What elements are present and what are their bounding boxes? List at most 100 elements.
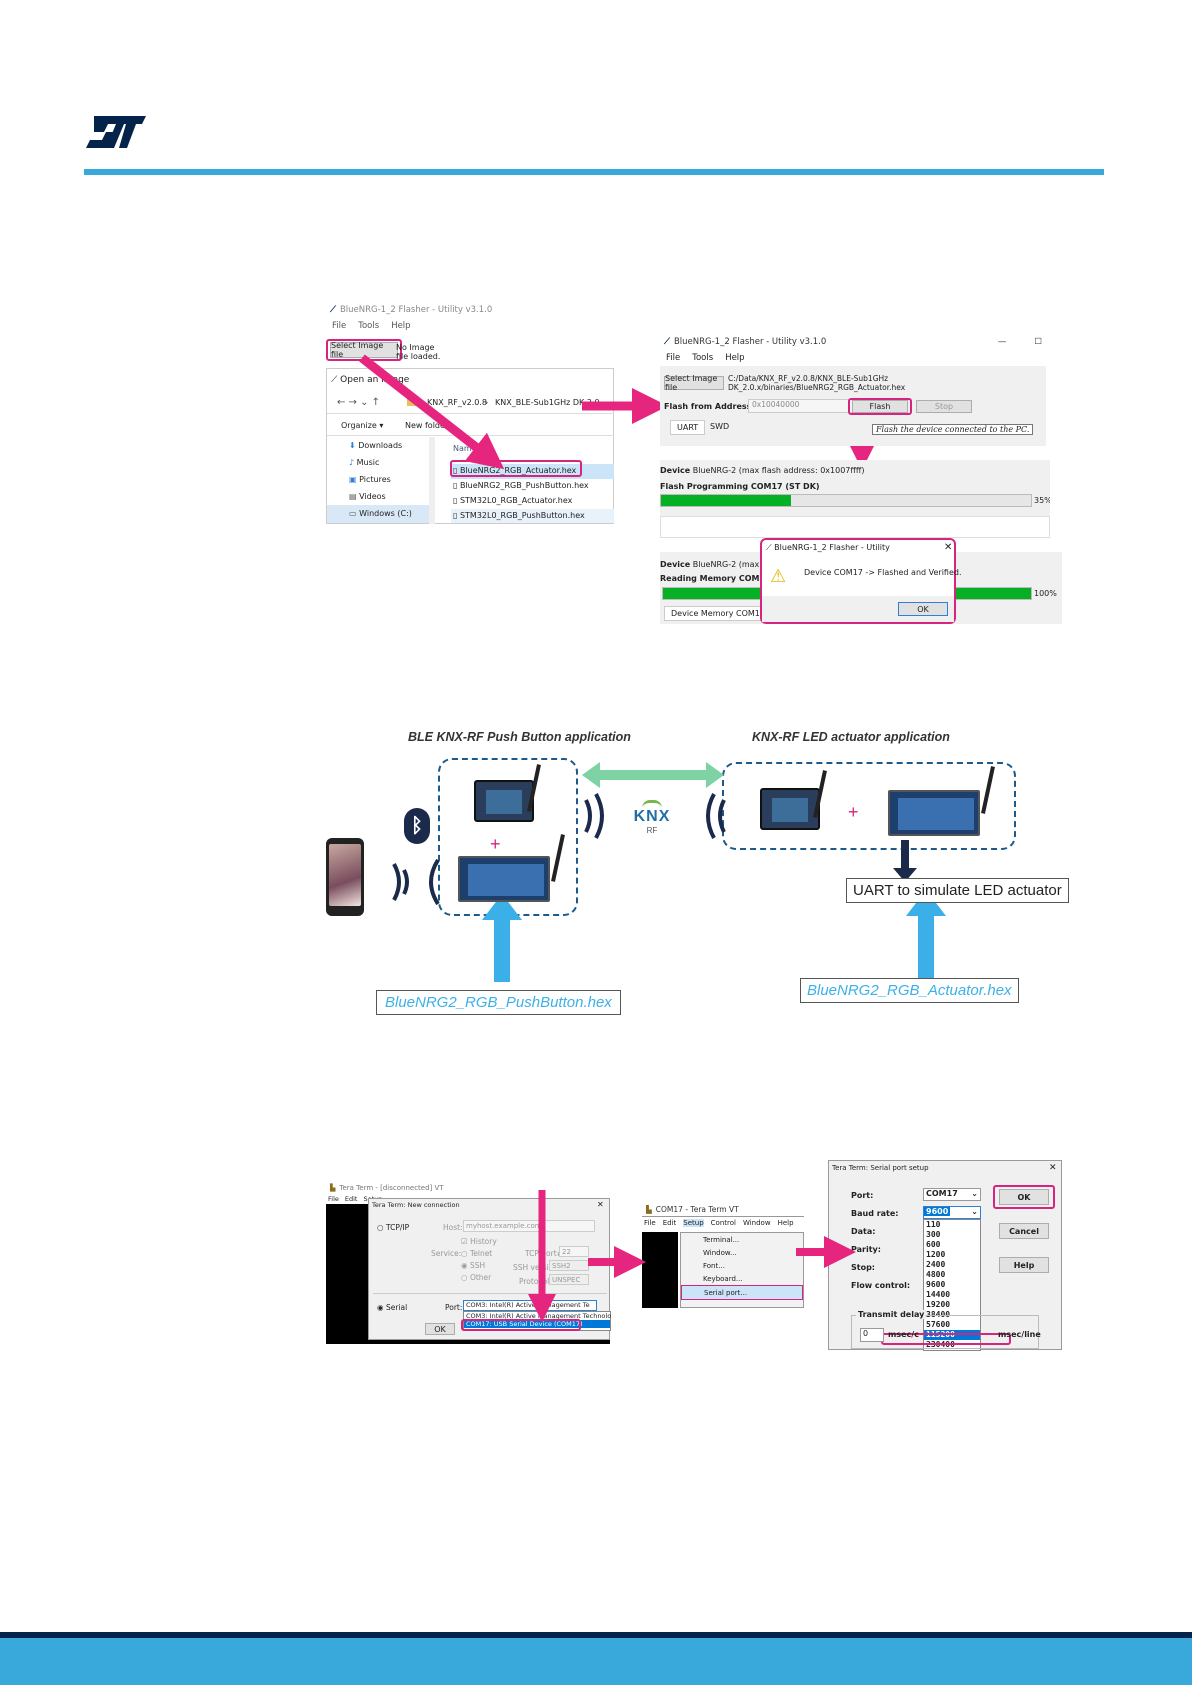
telnet-radio[interactable]: ○ Telnet bbox=[461, 1249, 493, 1258]
msec-char-label: msec/c bbox=[888, 1330, 919, 1339]
baud-select[interactable]: 9600 ⌄ bbox=[923, 1206, 981, 1219]
flash-button[interactable]: Flash bbox=[852, 400, 908, 413]
nav-arrows: ← → ⌄ ↑ bbox=[337, 397, 381, 408]
ssh-radio[interactable]: ◉ SSH bbox=[461, 1261, 486, 1270]
menu-file[interactable]: File bbox=[666, 353, 681, 363]
file-icon: ▯ bbox=[453, 496, 458, 505]
port-option-selected[interactable]: COM17: USB Serial Device (COM17) bbox=[464, 1320, 610, 1328]
menu-setup[interactable]: Setup bbox=[683, 1219, 704, 1227]
port-select[interactable]: COM17 ⌄ bbox=[923, 1188, 981, 1201]
uart-box: UART to simulate LED actuator bbox=[846, 878, 1069, 903]
maximize-icon[interactable]: ☐ bbox=[1034, 337, 1042, 347]
terminal-screen[interactable] bbox=[642, 1232, 678, 1308]
cancel-button[interactable]: Cancel bbox=[999, 1223, 1049, 1239]
baud-option[interactable]: 1200 bbox=[926, 1250, 946, 1259]
menu-control[interactable]: Control bbox=[710, 1219, 736, 1227]
select-image-button[interactable]: Select Image file bbox=[664, 374, 724, 392]
organize-button[interactable]: Organize ▾ bbox=[341, 421, 384, 430]
left-app-title: BLE KNX-RF Push Button application bbox=[408, 730, 631, 744]
close-icon[interactable]: ✕ bbox=[944, 542, 953, 553]
ok-button[interactable]: OK bbox=[425, 1323, 455, 1335]
file-row[interactable]: ▯ BlueNRG2_RGB_PushButton.hex bbox=[453, 481, 589, 490]
menu-help[interactable]: Help bbox=[391, 321, 411, 331]
baud-option[interactable]: 2400 bbox=[926, 1260, 946, 1269]
menu-file[interactable]: File bbox=[332, 321, 347, 331]
baud-option[interactable]: 19200 bbox=[926, 1300, 951, 1309]
protocol-select[interactable]: UNSPEC bbox=[549, 1274, 589, 1285]
host-input[interactable]: myhost.example.com bbox=[463, 1220, 595, 1232]
select-image-button[interactable]: Select Image file bbox=[330, 341, 398, 359]
other-radio[interactable]: ○ Other bbox=[461, 1273, 492, 1282]
baud-option[interactable]: 600 bbox=[926, 1240, 941, 1249]
transmit-delay-label: Transmit delay bbox=[856, 1310, 927, 1319]
baud-option[interactable]: 4800 bbox=[926, 1270, 946, 1279]
baud-option[interactable]: 57600 bbox=[926, 1320, 951, 1329]
menu-item-window[interactable]: Window... bbox=[703, 1249, 737, 1257]
minimize-icon[interactable]: — bbox=[997, 337, 1007, 347]
dialog-ok-button[interactable]: OK bbox=[898, 602, 948, 616]
nav-music[interactable]: ♪ Music bbox=[349, 458, 380, 467]
menu-file[interactable]: File bbox=[328, 1195, 339, 1203]
nav-videos[interactable]: ▤ Videos bbox=[349, 492, 386, 501]
scrollbar[interactable] bbox=[429, 437, 435, 524]
flash-tooltip: Flash the device connected to the PC. bbox=[872, 424, 1034, 435]
dialog-title: Tera Term: Serial port setup bbox=[832, 1164, 929, 1172]
file-row[interactable]: ▯ STM32L0_RGB_PushButton.hex bbox=[453, 511, 585, 520]
path-segment-2[interactable]: KNX_BLE-Sub1GHz DK 2.0 bbox=[495, 398, 600, 407]
menu-tools[interactable]: Tools bbox=[692, 353, 714, 363]
header-rule bbox=[84, 169, 1104, 175]
menu-item-keyboard[interactable]: Keyboard... bbox=[703, 1275, 743, 1283]
tab-swd[interactable]: SWD bbox=[710, 422, 730, 431]
delay-char-input[interactable]: 0 bbox=[860, 1328, 884, 1342]
tcp-port-input[interactable]: 22 bbox=[559, 1246, 589, 1257]
menu-item-terminal[interactable]: Terminal... bbox=[703, 1236, 740, 1244]
menu-edit[interactable]: Edit bbox=[344, 1195, 358, 1203]
history-checkbox[interactable]: ☑ History bbox=[461, 1237, 497, 1246]
menu-edit[interactable]: Edit bbox=[662, 1219, 677, 1227]
file-row[interactable]: ▯ STM32L0_RGB_Actuator.hex bbox=[453, 496, 573, 505]
baud-option[interactable]: 300 bbox=[926, 1230, 941, 1239]
plus-sign: + bbox=[490, 834, 501, 854]
menu-item-font[interactable]: Font... bbox=[703, 1262, 725, 1270]
flash-button-highlight bbox=[848, 398, 912, 415]
baud-option[interactable]: 38400 bbox=[926, 1310, 951, 1319]
serial-radio[interactable]: ◉ Serial bbox=[377, 1303, 408, 1312]
menu-window[interactable]: Window bbox=[742, 1219, 771, 1227]
file-icon: ▯ bbox=[453, 511, 458, 520]
file-row[interactable]: ▯ BlueNRG2_RGB_Actuator.hex bbox=[453, 466, 577, 475]
reading-label: Reading Memory COM17 bbox=[660, 574, 771, 583]
baud-option[interactable]: 110 bbox=[926, 1220, 941, 1229]
menu-item-serial-port[interactable]: Serial port... bbox=[681, 1285, 803, 1300]
address-field[interactable]: 0x10040000 bbox=[748, 399, 860, 413]
terminal-screen[interactable] bbox=[326, 1204, 368, 1344]
stop-label: Stop: bbox=[851, 1263, 876, 1272]
menu-tools[interactable]: Tools bbox=[358, 321, 380, 331]
nav-downloads[interactable]: ⬇ Downloads bbox=[349, 441, 403, 450]
path-segment-1[interactable]: KNX_RF_v2.0.8 bbox=[427, 398, 487, 407]
st-small-icon: ⟋ bbox=[664, 337, 670, 347]
new-folder-button[interactable]: New folder bbox=[405, 421, 449, 430]
data-label: Data: bbox=[851, 1227, 876, 1236]
nav-pictures[interactable]: ▣ Pictures bbox=[349, 475, 391, 484]
videos-icon: ▤ bbox=[349, 492, 357, 501]
serial-ok-button[interactable]: OK bbox=[999, 1189, 1049, 1205]
flash-progress-fill bbox=[661, 495, 791, 506]
close-icon[interactable]: ✕ bbox=[1049, 1163, 1057, 1173]
baud-option[interactable]: 14400 bbox=[926, 1290, 951, 1299]
nav-windows-c[interactable]: ▭ Windows (C:) bbox=[349, 509, 412, 518]
tab-device-memory[interactable]: Device Memory COM17 bbox=[664, 606, 772, 621]
menu-file[interactable]: File bbox=[644, 1219, 656, 1227]
menu-help[interactable]: Help bbox=[725, 353, 745, 363]
tcpip-radio[interactable]: ○ TCP/IP bbox=[377, 1223, 410, 1232]
right-file-label: BlueNRG2_RGB_Actuator.hex bbox=[800, 978, 1019, 1003]
baud-option[interactable]: 9600 bbox=[926, 1280, 946, 1289]
dialog-message: Device COM17 -> Flashed and Verified. bbox=[804, 568, 962, 577]
read-percent: 100% bbox=[1034, 589, 1057, 598]
close-icon[interactable]: ✕ bbox=[597, 1200, 604, 1209]
tab-uart[interactable]: UART bbox=[670, 420, 706, 435]
board-rf-module-2 bbox=[760, 788, 820, 830]
menu-help[interactable]: Help bbox=[777, 1219, 794, 1227]
help-button[interactable]: Help bbox=[999, 1257, 1049, 1273]
stop-button[interactable]: Stop bbox=[916, 400, 972, 413]
window-title: Tera Term - [disconnected] VT bbox=[339, 1184, 444, 1192]
